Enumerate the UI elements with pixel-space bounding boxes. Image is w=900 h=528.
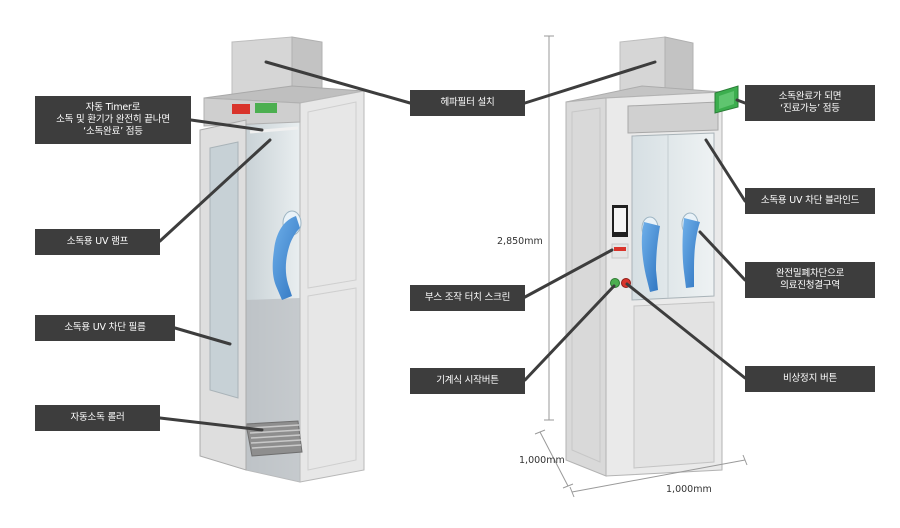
- lower-front-frame: [633, 301, 715, 469]
- callout-auto-timer: 자동 Timer로 소독 및 환기가 완전히 끝나면 ‘소독완료’ 점등: [35, 96, 191, 144]
- clean-zone-window: [631, 132, 715, 301]
- callout-text: 헤파필터 설치: [440, 97, 495, 108]
- glove-right-1: [641, 222, 660, 292]
- leader-hepa-left: [264, 60, 412, 105]
- callout-uv-blind: 소독용 UV 차단 블라인드: [745, 188, 875, 214]
- leader-uv-film: [173, 326, 232, 346]
- side-panel-left: [299, 90, 365, 483]
- callout-touch-screen: 부스 조작 터치 스크린: [410, 285, 525, 311]
- left-booth: [199, 36, 365, 483]
- callout-text: 부스 조작 터치 스크린: [424, 292, 511, 303]
- disinfecting-light: [232, 104, 250, 114]
- callout-clinic-ready: 소독완료가 되면 ‘진료가능’ 점등: [745, 85, 875, 121]
- callout-text: 소독용 UV 램프: [66, 236, 129, 247]
- touch-screen-display: [614, 208, 626, 232]
- disinfected-light: [255, 103, 277, 113]
- clinic-ready-sign-face: [719, 91, 734, 109]
- callout-text: 소독용 UV 차단 필름: [64, 322, 146, 333]
- control-panel-marker: [614, 247, 626, 251]
- callout-text: 완전밀폐차단으로: [775, 268, 845, 279]
- leader-lines: [158, 60, 747, 432]
- callout-text: 비상정지 버튼: [782, 373, 838, 384]
- depth-dimension-line: [539, 431, 569, 487]
- glove-left: [272, 216, 300, 300]
- uv-blocking-film: [209, 141, 239, 399]
- depth-dimension-label: 1,000mm: [519, 455, 565, 466]
- callout-text: 의료진청결구역: [780, 280, 840, 291]
- right-booth: [565, 36, 739, 477]
- leader-roller: [158, 416, 264, 432]
- callout-text: 소독완료가 되면: [778, 91, 842, 102]
- callout-uv-lamp: 소독용 UV 램프: [35, 229, 160, 255]
- uv-lamp-left: [249, 126, 299, 134]
- header-left: [203, 97, 301, 127]
- callout-roller: 자동소독 롤러: [35, 405, 160, 431]
- callout-uv-film: 소독용 UV 차단 필름: [35, 315, 175, 341]
- callout-text: ‘소독완료’ 점등: [83, 126, 143, 137]
- glove-right-2: [682, 218, 700, 288]
- side-panel-lower-frame: [307, 287, 357, 471]
- leader-hepa-right: [523, 60, 657, 105]
- leader-ready: [735, 98, 747, 105]
- leader-estop: [625, 282, 747, 380]
- uv-blocking-blind: [627, 101, 719, 134]
- side-panel-upper-frame: [307, 101, 357, 289]
- callout-start-button: 기계식 시작버튼: [410, 368, 525, 394]
- callout-text: ‘진료가능’ 점등: [780, 103, 840, 114]
- callout-sealed-zone: 완전밀폐차단으로 의료진청결구역: [745, 262, 875, 298]
- callout-hepa-filter: 헤파필터 설치: [410, 90, 525, 116]
- leader-timer: [189, 118, 264, 132]
- callout-text: 자동 Timer로: [85, 102, 141, 113]
- callout-text: 자동소독 롤러: [70, 412, 125, 423]
- roller-grille: [249, 424, 302, 449]
- height-dimension-label: 2,850mm: [497, 236, 543, 247]
- leader-touch: [523, 248, 614, 299]
- leader-uv-lamp: [158, 138, 272, 243]
- leader-sealed: [698, 230, 747, 282]
- leader-blind: [704, 138, 747, 203]
- hepa-duct-right-side: [664, 36, 694, 93]
- callout-text: 소독 및 환기가 완전히 끝나면: [56, 114, 170, 125]
- callout-text: 소독용 UV 차단 블라인드: [760, 195, 860, 206]
- side-panel-right-frame: [571, 107, 601, 463]
- callout-text: 기계식 시작버튼: [436, 375, 499, 386]
- leader-start: [523, 284, 616, 382]
- width-dimension-label: 1,000mm: [666, 484, 712, 495]
- callout-emergency-stop: 비상정지 버튼: [745, 366, 875, 392]
- width-dimension-line: [571, 459, 746, 493]
